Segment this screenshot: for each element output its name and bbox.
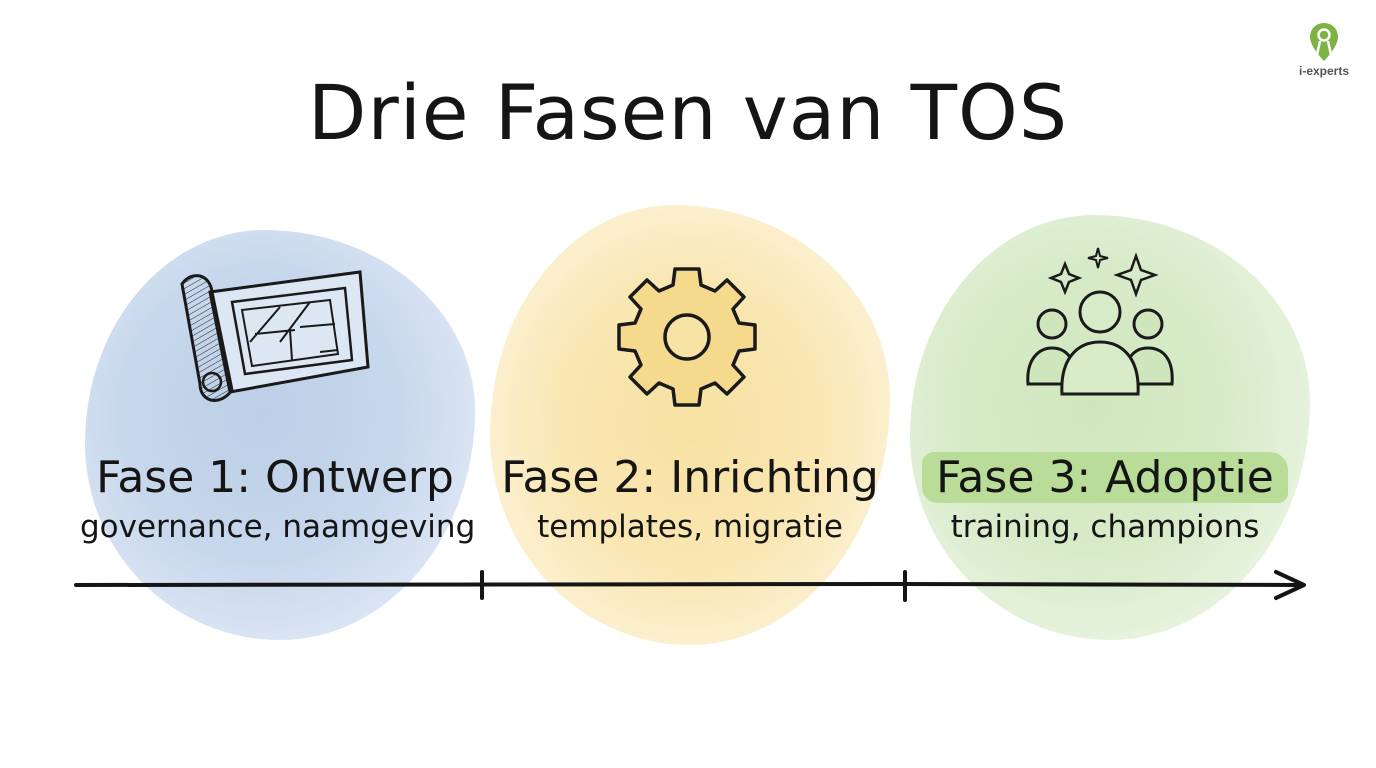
phase-3: Fase 3: Adoptie training, champions <box>910 452 1300 545</box>
phase-2: Fase 2: Inrichting templates, migratie <box>495 452 885 545</box>
blueprint-icon <box>180 270 370 402</box>
timeline-arrow <box>74 570 1306 602</box>
logo-label: i-experts <box>1298 64 1350 78</box>
page-title: Drie Fasen van TOS <box>307 68 1069 157</box>
phase-3-title: Fase 3: Adoptie <box>922 452 1288 503</box>
location-pin-person-icon <box>1310 23 1338 61</box>
phase-3-subtitle: training, champions <box>950 509 1260 545</box>
phase-1-title: Fase 1: Ontwerp <box>96 452 454 503</box>
people-sparkles-icon <box>1026 247 1174 396</box>
phase-1-subtitle: governance, naamgeving <box>80 509 476 545</box>
i-experts-logo: i-experts <box>1288 22 1360 78</box>
phase-1: Fase 1: Ontwerp governance, naamgeving <box>80 452 476 545</box>
gear-icon <box>617 267 757 407</box>
phase-2-title: Fase 2: Inrichting <box>501 452 879 503</box>
phase-3-watercolor-background <box>910 215 1310 640</box>
phase-2-subtitle: templates, migratie <box>537 509 843 545</box>
